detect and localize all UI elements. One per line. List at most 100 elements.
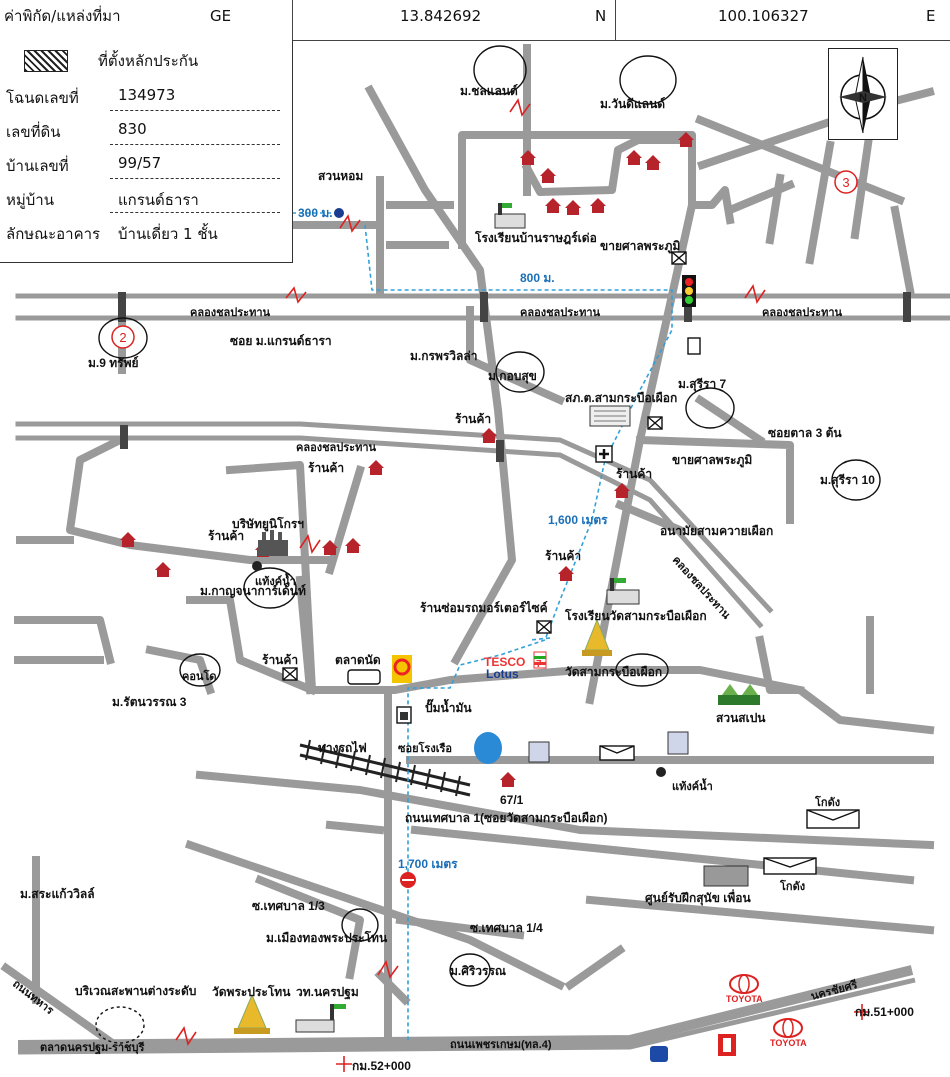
label-mcholland: ม.ชลแลนด์ [460,84,518,98]
property-info-box: ที่ตั้งหลักประกัน โฉนดเลขที่ 134973 เลขท… [0,40,293,263]
label-msuri7: ม.สุรีรา 7 [678,377,727,392]
svg-text:3: 3 [842,175,849,190]
label-toyota2: TOYOTA [770,1038,807,1048]
label-soi-grand: ซอย ม.แกรนด์ธารา [230,334,332,348]
label-anamai: อนามัยสามควายเผือก [660,524,773,538]
distance-300: 300 ม. [298,206,333,220]
coordinate-header: ค่าพิกัด/แหล่งที่มา GE 13.842692 N 100.1… [0,0,950,41]
label-market: ตลาดนัด [335,653,381,667]
label-bridge: บริเวณสะพานต่างระดับ [75,984,196,998]
label-watertower2: แท้งค์น้ำ [672,778,713,793]
label-school-wat: โรงเรียนวัดสามกระบือเผือก [564,608,707,623]
info-label: หมู่บ้าน [6,191,54,209]
seven-eleven-logo [533,651,547,669]
label-shop6: ร้านค้า [262,653,298,667]
temple-icon [234,993,270,1034]
distance-1600: 1,600 เมตร [548,513,608,527]
label-thetsaban: ถนนเทศบาล 1(ซอยวัดสามกระบือเผือก) [405,811,607,825]
clinic-icon [595,445,613,463]
park-icon [718,684,760,705]
label-pump: ปั๊มน้ำมัน [425,698,472,715]
label-watertower1: แท้งค์น้ำ [255,573,296,588]
label-sotor: สภ.ต.สามกระบือเผือก [565,391,677,405]
label-h671: 67/1 [500,793,524,807]
info-label: โฉนดเลขที่ [6,89,79,107]
label-shop2: ร้านค้า [308,461,344,475]
north-compass: N [828,48,898,140]
label-school-rat: โรงเรียนบ้านราษฎร์เด่อ [474,230,597,245]
label-watphra: วัดพระประโทน [212,984,291,999]
temple-icon [582,618,612,656]
label-railway: ทางรถไฟ [318,740,367,755]
label-tesco2: Lotus [486,667,519,681]
label-mkornvit: ม.กรพรวิลล่า [410,349,478,363]
label-dogcenter: ศูนย์รับฝึกสุนัข เพื่อน [645,889,751,906]
label-mmuang: ม.เมืองทองพระประโทน [266,930,388,945]
label-mrattana: ม.รัตนวรรณ 3 [112,695,187,709]
gas-pump-icon [400,712,408,720]
dog-center-icon [703,865,749,887]
label-toyota1: TOYOTA [726,994,763,1004]
label-watsam: วัดสามกระบือเผือก [565,665,662,679]
police-station-icon [589,405,631,427]
longitude-direction: E [926,7,936,25]
label-vocational: วท.นครปฐม [296,985,359,1000]
label-soi14: ซ.เทศบาล 1/4 [470,921,543,935]
latitude-value: 13.842692 [400,7,482,25]
label-canal3: คลองชลประทาน [762,306,843,319]
coordinate-label: ค่าพิกัด/แหล่งที่มา [4,7,121,25]
label-warehouse2: โกดัง [779,879,805,893]
label-shop4: ร้านค้า [208,529,244,543]
school-icon [494,203,526,229]
label-road-bottom-left: ตลาดนครปฐม-ราชบุรี [40,1041,144,1055]
label-motorshop: ร้านซ่อมรถมอร์เตอร์ไซค์ [420,600,548,615]
label-shop1: ร้านค้า [455,412,491,426]
label-company: บริษัทยูนิโกรฯ [232,516,304,532]
label-soi13: ซ.เทศบาล 1/3 [252,899,325,913]
distance-1700: 1,700 เมตร [398,857,458,871]
big-c-logo [392,655,412,683]
compass-icon: N [839,56,887,134]
label-mkanjana: ม.กาญจนาการ์เด้นท์ [200,584,306,598]
label-warehouse1: โกดัง [814,795,840,809]
label-mwanleland: ม.วันดีแลนด์ [600,97,665,111]
svg-text:2: 2 [119,330,126,345]
coordinate-source: GE [210,7,232,25]
info-label: เลขที่ดิน [6,123,61,141]
label-shop5: ร้านค้า [545,549,581,563]
label-shop3: ร้านค้า [616,467,652,481]
label-canal1: คลองชลประทาน [190,306,271,319]
railway-track [299,739,471,797]
building-icon [528,731,689,763]
collateral-legend-swatch [24,50,68,72]
toyota-logo [773,1018,803,1038]
distance-800: 800 ม. [520,271,555,285]
label-msiwan: ม.ศิริวรรณ [450,964,506,978]
collateral-legend-title: ที่ตั้งหลักประกัน [98,52,199,70]
info-label: บ้านเลขที่ [6,157,69,175]
label-msrakaew: ม.สระแก้ววิลล์ [20,887,95,901]
marker-2: 2 [111,325,135,349]
factory-icon [258,530,288,556]
label-condo: คอนโด [182,669,217,683]
info-value: 830 [118,120,147,138]
info-value: บ้านเดี่ยว 1 ชั้น [118,225,218,243]
label-court1: ขายศาลพระภูมิ [600,239,680,254]
traffic-light-icon [682,275,696,307]
longitude-value: 100.106327 [718,7,809,25]
landmark-icon [400,872,416,888]
label-soital: ซอยตาล 3 ต้น [768,426,842,440]
marker-3: 3 [834,170,858,194]
info-value: แกรนด์ธารา [118,191,199,209]
label-soirailway: ซอยโรงเรือ [398,741,452,755]
school-icon [606,578,640,605]
label-suanspain: สวนสเปน [716,711,766,725]
label-seven: 7 [536,659,542,670]
label-canal4: คลองชลประทาน [296,441,377,454]
toyota-logo [729,974,759,994]
label-m9: ม.9 ทรัพย์ [88,356,139,370]
bank-logo [650,1034,736,1062]
label-canal2: คลองชลประทาน [520,306,601,319]
label-msuri10: ม.สุรีรา 10 [820,473,875,488]
info-label: ลักษณะอาคาร [6,225,101,243]
